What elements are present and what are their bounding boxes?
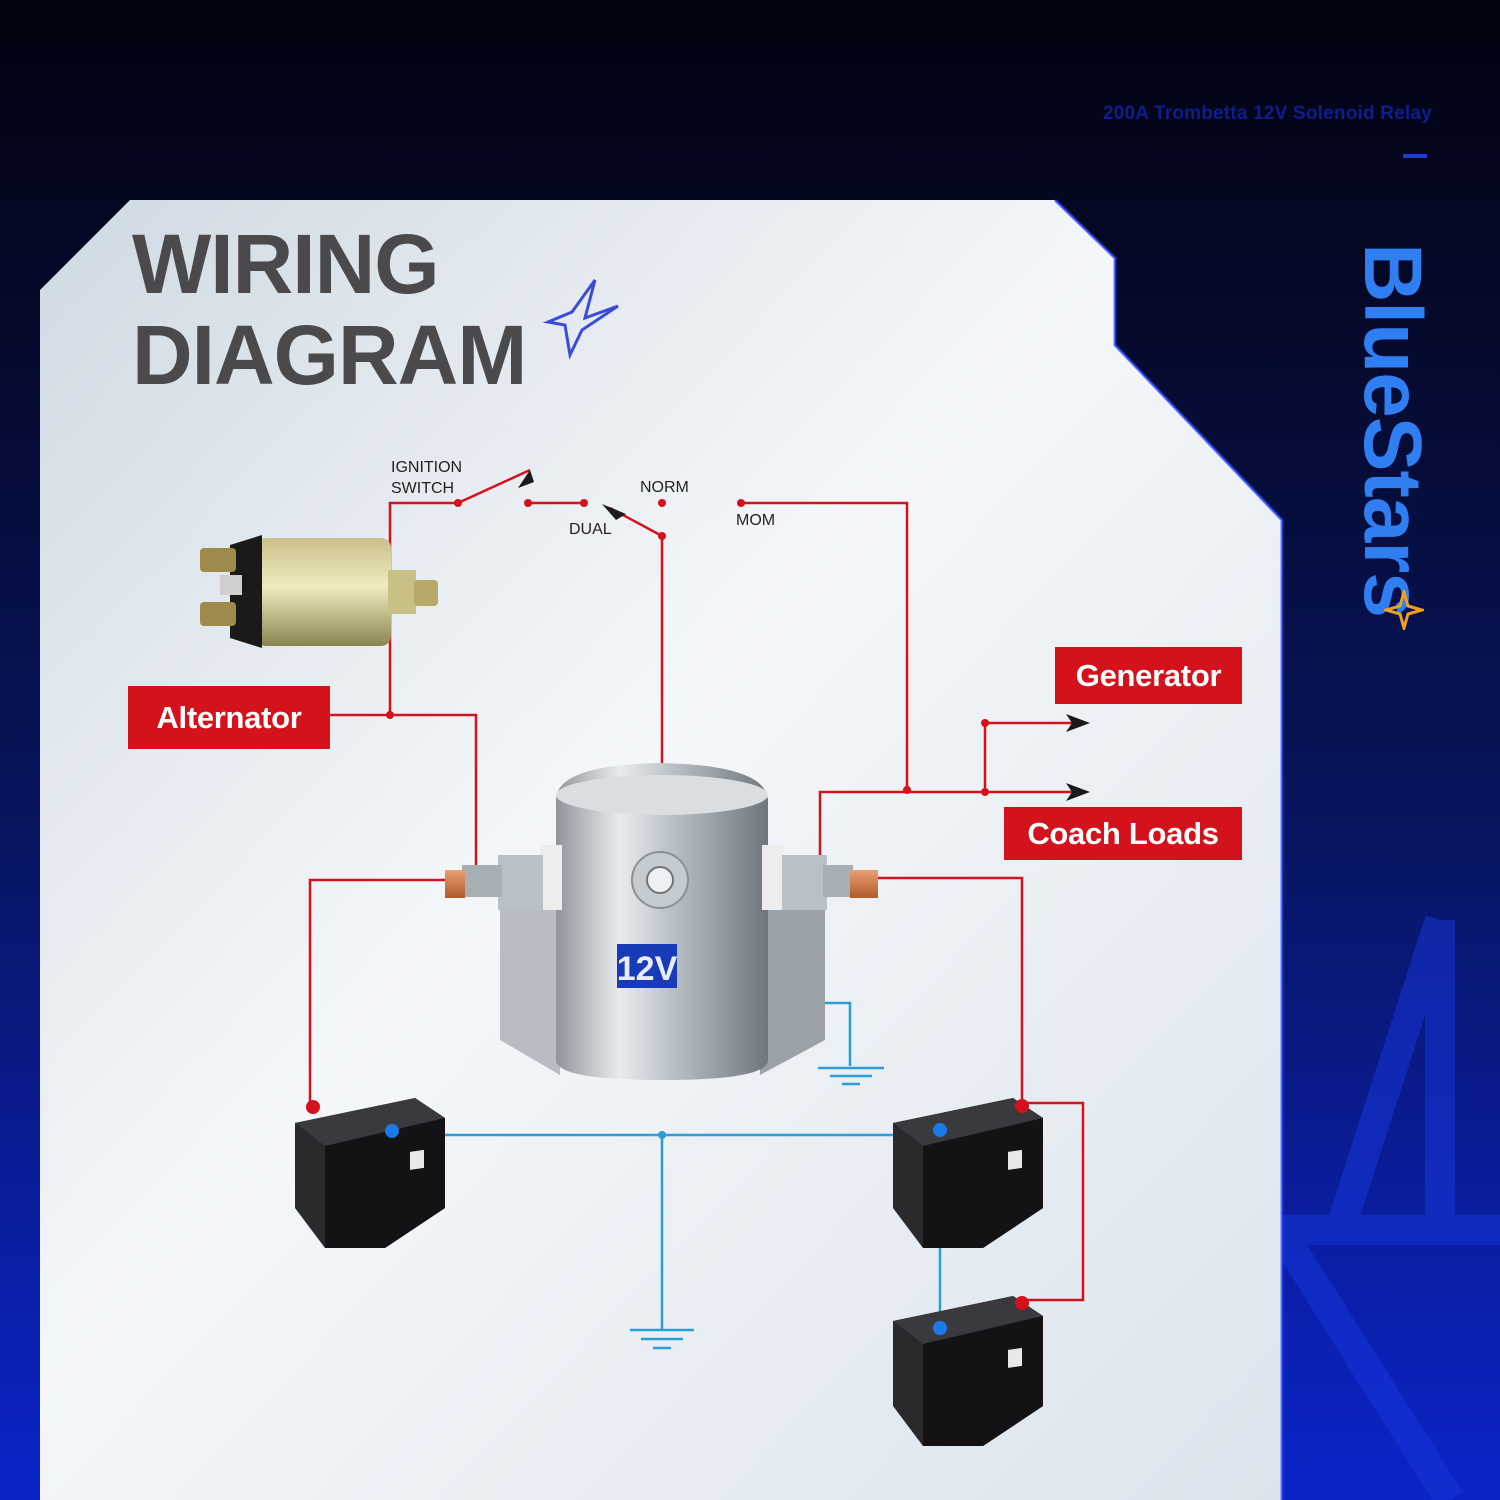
coach-loads-label: Coach Loads	[1004, 807, 1242, 860]
ignition-label-line-1: IGNITION	[391, 459, 463, 476]
brand-star-icon	[1384, 590, 1424, 630]
title-line-1: WIRING	[132, 217, 440, 311]
title-line-2: DIAGRAM	[132, 308, 527, 402]
norm-label: NORM	[640, 479, 689, 496]
dual-label: DUAL	[569, 521, 612, 538]
generator-label: Generator	[1055, 647, 1242, 704]
mom-label: MOM	[736, 512, 776, 529]
ignition-switch-label: IGNITION SWITCH	[391, 458, 462, 500]
watermark-star-icon	[1280, 915, 1500, 1500]
battery-left-image	[295, 1098, 445, 1248]
battery-right-top-image	[893, 1098, 1043, 1248]
title-star-icon	[542, 279, 619, 360]
relay-voltage-badge: 12V	[617, 950, 678, 988]
alternator-label: Alternator	[128, 686, 330, 749]
product-caption: 200A Trombetta 12V Solenoid Relay	[1102, 103, 1432, 124]
relay-solenoid-image	[445, 763, 878, 1080]
ignition-label-line-2: SWITCH	[391, 479, 455, 497]
caption-dash	[1403, 154, 1427, 158]
starter-solenoid-image	[200, 535, 438, 648]
battery-right-bottom-image	[893, 1296, 1043, 1446]
